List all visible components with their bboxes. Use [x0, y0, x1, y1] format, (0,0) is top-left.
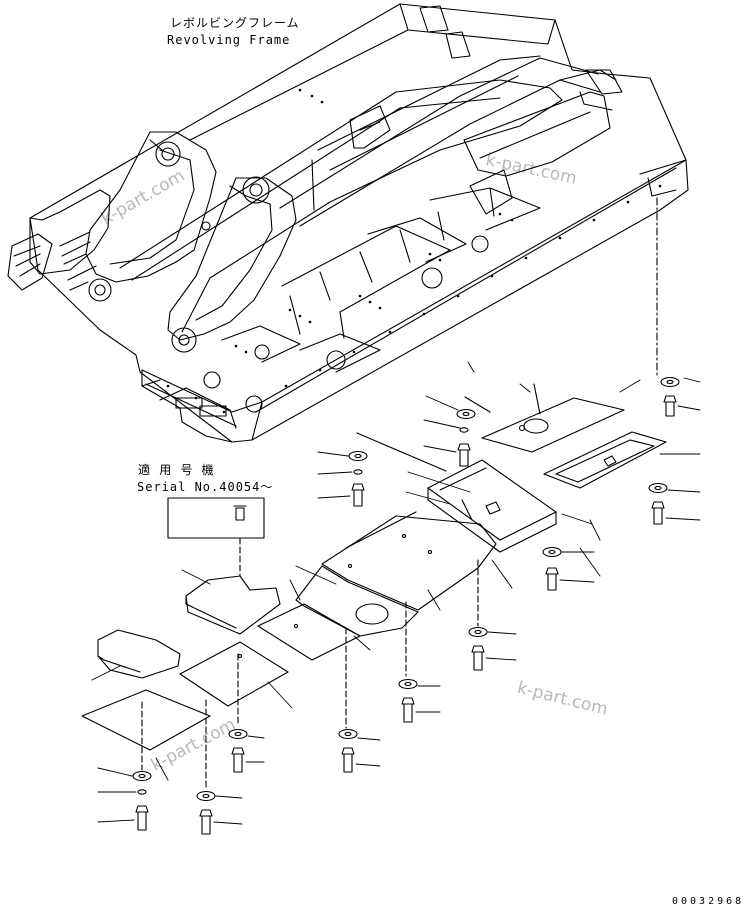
dome-cover: [97, 629, 181, 679]
serial-japanese: 適 用 号 機: [138, 463, 215, 477]
title-japanese: レボルビングフレーム: [170, 16, 300, 30]
callout-leaders: [91, 361, 701, 825]
under-cover-middle: [295, 565, 419, 637]
rear-cover-lower: [543, 431, 667, 489]
cover-bracket-middle: [427, 459, 557, 553]
under-cover-large: [321, 511, 497, 611]
revolving-frame: [7, 3, 689, 443]
leader-cl-a: [356, 432, 447, 472]
title-english: Revolving Frame: [167, 33, 291, 47]
document-number: 00032968: [672, 896, 744, 907]
leader-cl-b: [464, 396, 491, 413]
rear-cover-upper: [481, 383, 625, 453]
serial-detail-box: [167, 497, 265, 577]
plate-bottom-left: [81, 689, 211, 751]
small-plate-top: [185, 575, 281, 635]
fasteners: [132, 376, 680, 835]
under-cover-left: [257, 603, 361, 661]
plate-left-flat: [179, 641, 289, 707]
serial-number-label: Serial No.40054～: [137, 480, 274, 494]
